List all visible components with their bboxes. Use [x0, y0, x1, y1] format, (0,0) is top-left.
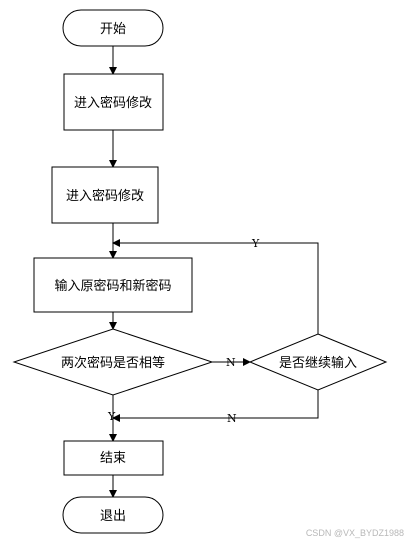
- edge-continue-yes-loop: [112, 239, 319, 334]
- continue-yes-label: Y: [251, 237, 260, 250]
- compare-no-label: N: [226, 356, 236, 369]
- compare-decision-node: 两次密码是否相等: [12, 328, 214, 396]
- continue-no-label: N: [227, 412, 237, 425]
- enter-modify-node-2: 进入密码修改: [51, 166, 159, 224]
- start-label: 开始: [100, 22, 126, 37]
- start-node: 开始: [62, 9, 164, 47]
- input-passwords-node: 输入原密码和新密码: [33, 257, 193, 313]
- compare-decision-label: 两次密码是否相等: [61, 355, 165, 371]
- edge-continue-no-to-end: [112, 390, 319, 422]
- end-process-label: 结束: [100, 451, 126, 466]
- exit-node: 退出: [62, 496, 164, 534]
- input-passwords-label: 输入原密码和新密码: [54, 278, 171, 294]
- end-process-node: 结束: [63, 440, 164, 476]
- continue-decision-node: 是否继续输入: [248, 333, 388, 391]
- compare-yes-label: Y: [107, 410, 116, 423]
- enter-modify-node-1: 进入密码修改: [63, 73, 164, 131]
- exit-label: 退出: [100, 509, 126, 524]
- enter-modify-label-2: 进入密码修改: [66, 188, 144, 204]
- enter-modify-label-1: 进入密码修改: [74, 95, 152, 111]
- continue-decision-label: 是否继续输入: [279, 355, 357, 371]
- watermark: CSDN @VX_BYDZ1988: [306, 528, 404, 538]
